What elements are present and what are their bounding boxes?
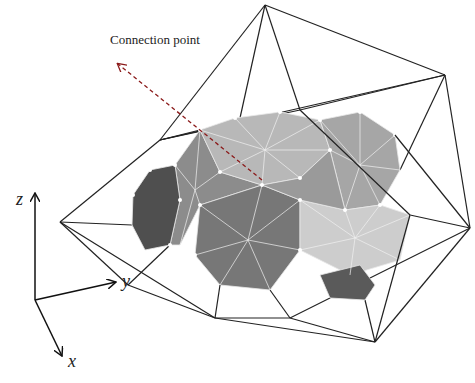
axis-label: y [122,272,130,290]
axis-label: x [68,352,76,370]
axis-label: z [16,190,23,208]
callout-label: Connection point [110,33,200,46]
